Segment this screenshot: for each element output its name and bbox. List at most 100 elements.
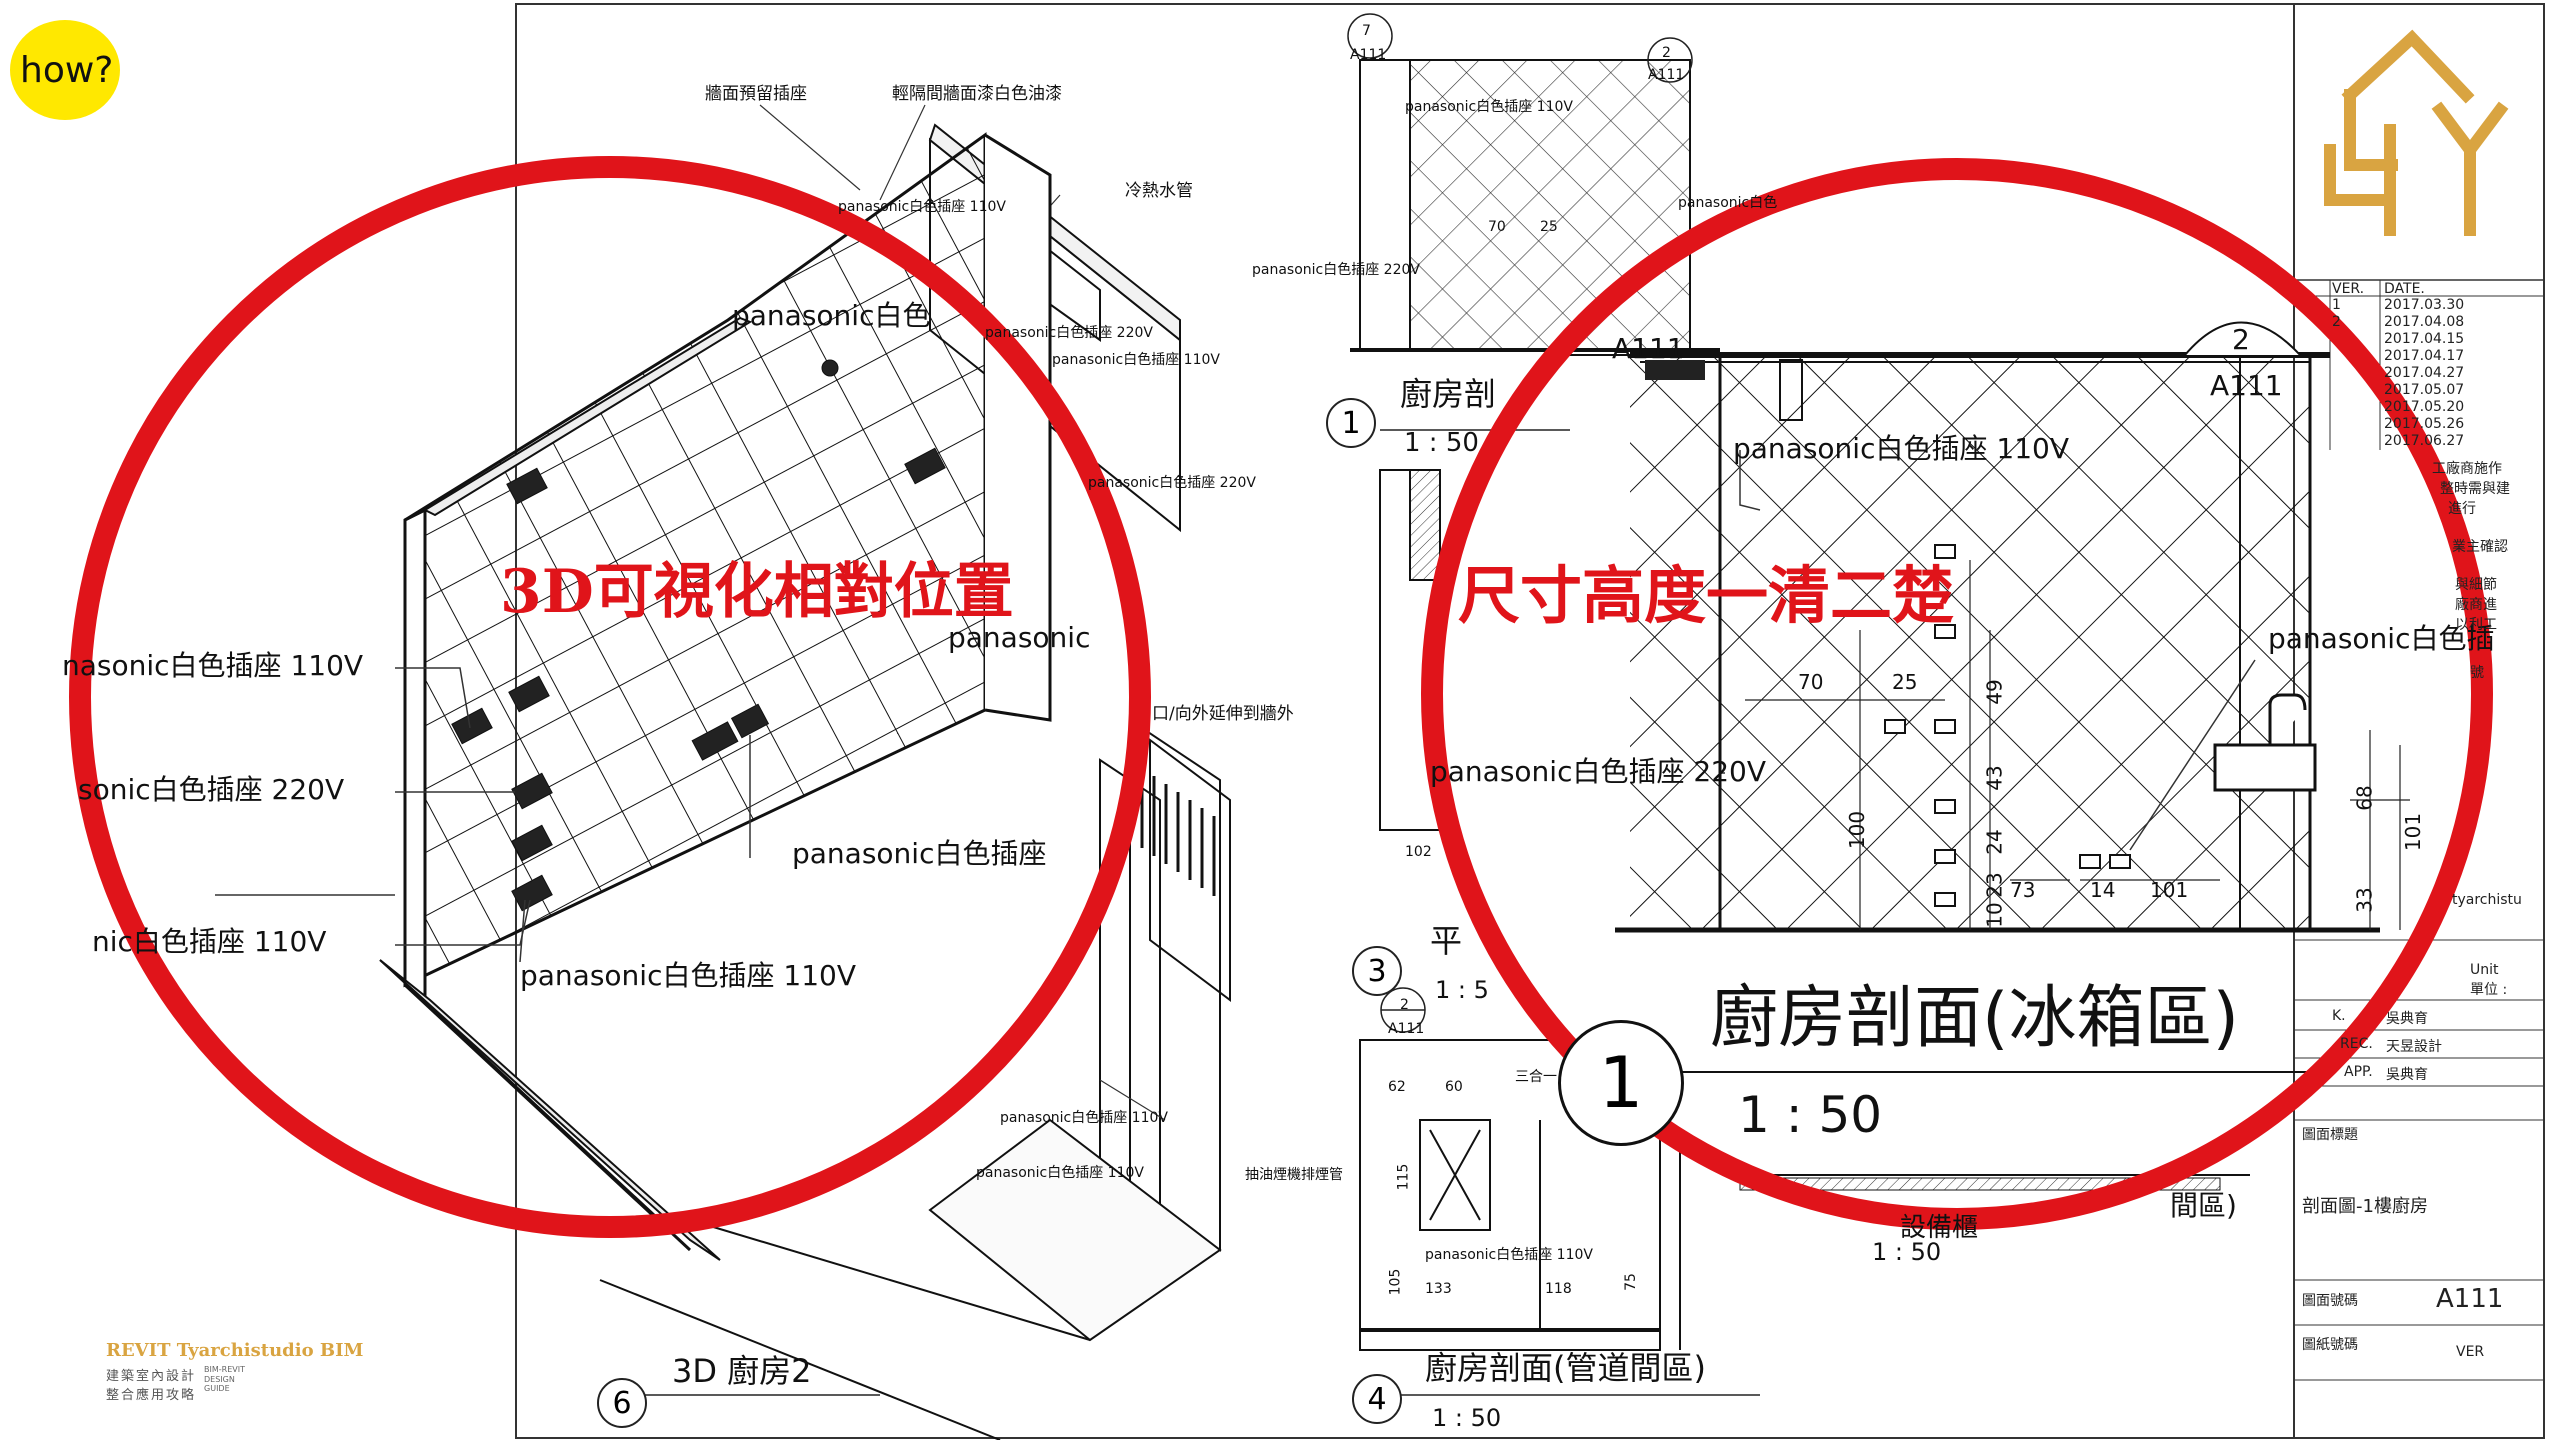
bg-dim: 70: [1488, 219, 1506, 235]
bg-title-3: 平: [1430, 922, 1463, 960]
bg-tag: A111: [1350, 47, 1387, 63]
dim-23: 23: [1982, 872, 2007, 898]
tb-paper-value: VER: [2456, 1344, 2485, 1360]
dim-100: 100: [1845, 810, 1870, 850]
bg-frag2: 間區): [2170, 1189, 2237, 1222]
dim-24: 24: [1982, 829, 2007, 855]
bg-label: 抽油煙機排煙管: [1245, 1167, 1343, 1183]
bg-label: panasonic白色插座 110V: [1425, 1247, 1593, 1263]
dim-101: 101: [2150, 878, 2189, 902]
tb-note: 以利工: [2455, 617, 2497, 633]
tb-date-2: 2017.04.08: [2384, 314, 2465, 330]
zoom-view-number: 1: [1558, 1020, 1684, 1146]
dim-68: 68: [2352, 785, 2377, 811]
tb-ver-1: 1: [2332, 297, 2341, 313]
zoom-label-bottom: panasonic白色插座 110V: [520, 959, 856, 992]
tb-note: 整時需與建: [2440, 481, 2510, 497]
bg-dim: 118: [1545, 1281, 1572, 1297]
note-water-pipe: 冷熱水管: [1125, 181, 1193, 201]
right-magnifier-ring: [1421, 158, 2493, 1230]
tb-ver-2: 2: [2332, 314, 2341, 330]
note-wall-paint: 輕隔間牆面漆白色油漆: [892, 84, 1062, 104]
tb-web: tyarchistu: [2452, 892, 2522, 908]
right-headline: 尺寸高度一清二楚: [1458, 559, 1955, 632]
bg-dim: 60: [1445, 1079, 1463, 1095]
left-headline: 3D可視化相對位置: [500, 557, 1014, 627]
view-scale-4: 1 : 50: [1432, 1404, 1502, 1432]
bg-label: panasonic白色插座 110V: [838, 199, 1006, 215]
tb-sheet-value: A111: [2436, 1284, 2504, 1314]
zoom-label-a: panasonic白色插座 110V: [1733, 432, 2069, 465]
tb-sheet-label: 圖面號碼: [2302, 1293, 2358, 1309]
tb-role: K.: [2332, 1008, 2346, 1024]
bg-dim: 75: [1622, 1273, 1639, 1291]
bg-dim: 2: [1662, 45, 1671, 61]
zoom-tag-top: 2: [2232, 323, 2250, 356]
view-number-3-bg: 3: [1352, 946, 1402, 996]
bg-tag: 7: [1362, 23, 1371, 39]
zoom-tag-bottom: A111: [2210, 369, 2283, 402]
zoom-view-title: 廚房剖面(冰箱區): [1710, 979, 2240, 1058]
bg-scale-1: 1 : 50: [1404, 428, 1479, 458]
bg-label: panasonic白色插座 220V: [1088, 475, 1256, 491]
bg-dim: A111: [1648, 67, 1685, 83]
tb-note: 與細節: [2455, 577, 2497, 593]
bg-label: panasonic白色插座 110V: [1052, 352, 1220, 368]
tb-role: REC.: [2340, 1036, 2373, 1052]
tb-person: 天昱設計: [2386, 1039, 2442, 1055]
left-zoom-content: [215, 132, 1052, 1261]
tb-header-ver: VER.: [2332, 281, 2365, 297]
view-number-6: 6: [597, 1378, 647, 1428]
bg-dim: 105: [1387, 1268, 1404, 1296]
dim-33: 33: [2352, 887, 2377, 913]
tb-note: 進行: [2448, 501, 2476, 517]
bg-label: panasonic白色插座 220V: [985, 325, 1153, 341]
tb-date-1: 2017.03.30: [2384, 297, 2465, 313]
tb-title-value: 剖面圖-1樓廚房: [2302, 1196, 2428, 1217]
zoom-tag-left: A111: [1612, 332, 1685, 365]
brand-line2: 整合應用攻略: [106, 1388, 197, 1403]
section-background: [1350, 59, 1720, 1351]
zoom-view-number-text: 1: [1598, 1042, 1644, 1124]
bg-label: panasonic白色插座 110V: [1000, 1110, 1168, 1126]
outlet-icon: [1884, 544, 2131, 907]
tb-unit-value: 單位 :: [2470, 982, 2508, 998]
sink-icon: [2213, 693, 2317, 792]
zoom-label-c: panasonic白色插: [2268, 622, 2495, 655]
view-title-3d-kitchen: 3D 廚房2: [672, 1352, 812, 1390]
tb-date-7: 2017.05.20: [2384, 399, 2465, 415]
tb-note: 業主確認: [2452, 539, 2508, 555]
tb-date-3: 2017.04.15: [2384, 331, 2465, 347]
bg-scale-3: 1 : 5: [1435, 976, 1489, 1004]
brand-name: REVIT Tyarchistudio BIM: [106, 1340, 364, 1361]
brand-block: REVIT Tyarchistudio BIM 建築室內設計 整合應用攻略 BI…: [106, 1340, 363, 1403]
dim-101-right: 101: [2401, 812, 2426, 852]
tb-date-9: 2017.06.27: [2384, 433, 2465, 449]
tb-paper-label: 圖紙號碼: [2302, 1337, 2358, 1353]
brand-line1: 建築室內設計: [106, 1369, 197, 1384]
bg-label: 三合一: [1515, 1069, 1557, 1085]
tb-role: APP.: [2344, 1064, 2373, 1080]
zoom-label-l3: nic白色插座 110V: [92, 925, 327, 958]
tb-note: 工廠商施作: [2432, 461, 2502, 477]
bg-dim: 133: [1425, 1281, 1452, 1297]
bg-dim: 102: [1405, 844, 1432, 860]
bg-label: panasonic白色: [1678, 195, 1778, 211]
bg-dim: 62: [1388, 1079, 1406, 1095]
tb-date-6: 2017.05.07: [2384, 382, 2465, 398]
view-number-1-bg: 1: [1326, 398, 1376, 448]
dim-43: 43: [1982, 765, 2007, 791]
dim-14: 14: [2090, 878, 2116, 902]
brand-logo-icon: [2324, 29, 2509, 236]
outlet-icon: [451, 359, 946, 912]
tb-date-4: 2017.04.17: [2384, 348, 2465, 364]
view-number-4: 4: [1352, 1374, 1402, 1424]
bg-label: panasonic白色插座 110V: [976, 1165, 1144, 1181]
bg-title-1: 廚房剖: [1400, 375, 1497, 413]
bg-tag: 2: [1400, 997, 1409, 1013]
dim-70: 70: [1798, 670, 1824, 694]
zoom-label-b: panasonic白色插座 220V: [1430, 755, 1766, 788]
tb-note: 號: [2470, 665, 2484, 681]
zoom-label-r1: panasonic: [948, 621, 1091, 654]
